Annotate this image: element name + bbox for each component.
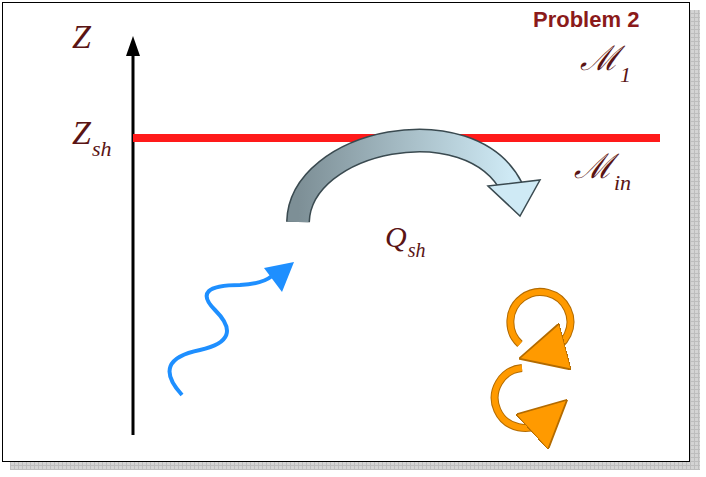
region-label: ℳ (574, 150, 613, 184)
region-label: ℳ (580, 42, 619, 76)
vortex (510, 292, 570, 351)
curved-arrow-outline (298, 140, 512, 222)
curved-arrowhead (488, 180, 540, 216)
subscript: sh (92, 138, 112, 160)
subscript: 1 (620, 64, 631, 86)
vortex (495, 368, 545, 428)
axis-arrowhead (126, 36, 140, 56)
subscript: sh (408, 240, 426, 260)
axis-label: Z (72, 20, 91, 54)
problem-title: Problem 2 (533, 9, 639, 31)
subscript: in (614, 172, 631, 194)
vortex-outline (495, 368, 545, 428)
wave-arrow (170, 276, 272, 395)
shock-height-label: Z (72, 116, 91, 150)
heat-flux-label: Q (385, 222, 407, 252)
vortex-outline (510, 292, 570, 351)
curved-arrow (298, 140, 512, 222)
wave-arrowhead (264, 262, 294, 292)
z-axis (132, 52, 135, 435)
